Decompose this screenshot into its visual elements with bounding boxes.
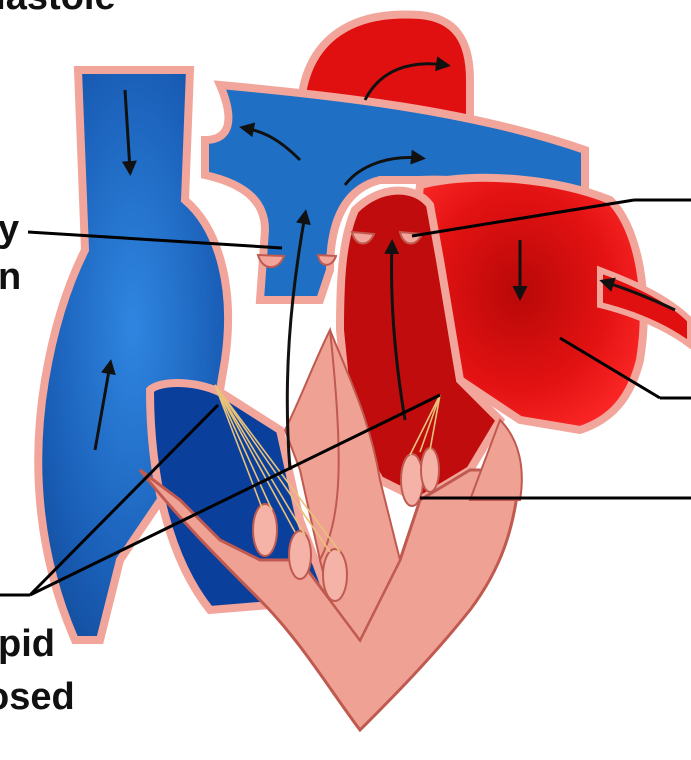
- label-left-upper-2: n: [0, 258, 21, 296]
- label-left-upper-1: y: [0, 210, 19, 248]
- label-left-lower-1: pid: [0, 625, 55, 663]
- label-top-cut: diastole: [0, 0, 116, 16]
- label-left-lower-2: osed: [0, 678, 75, 716]
